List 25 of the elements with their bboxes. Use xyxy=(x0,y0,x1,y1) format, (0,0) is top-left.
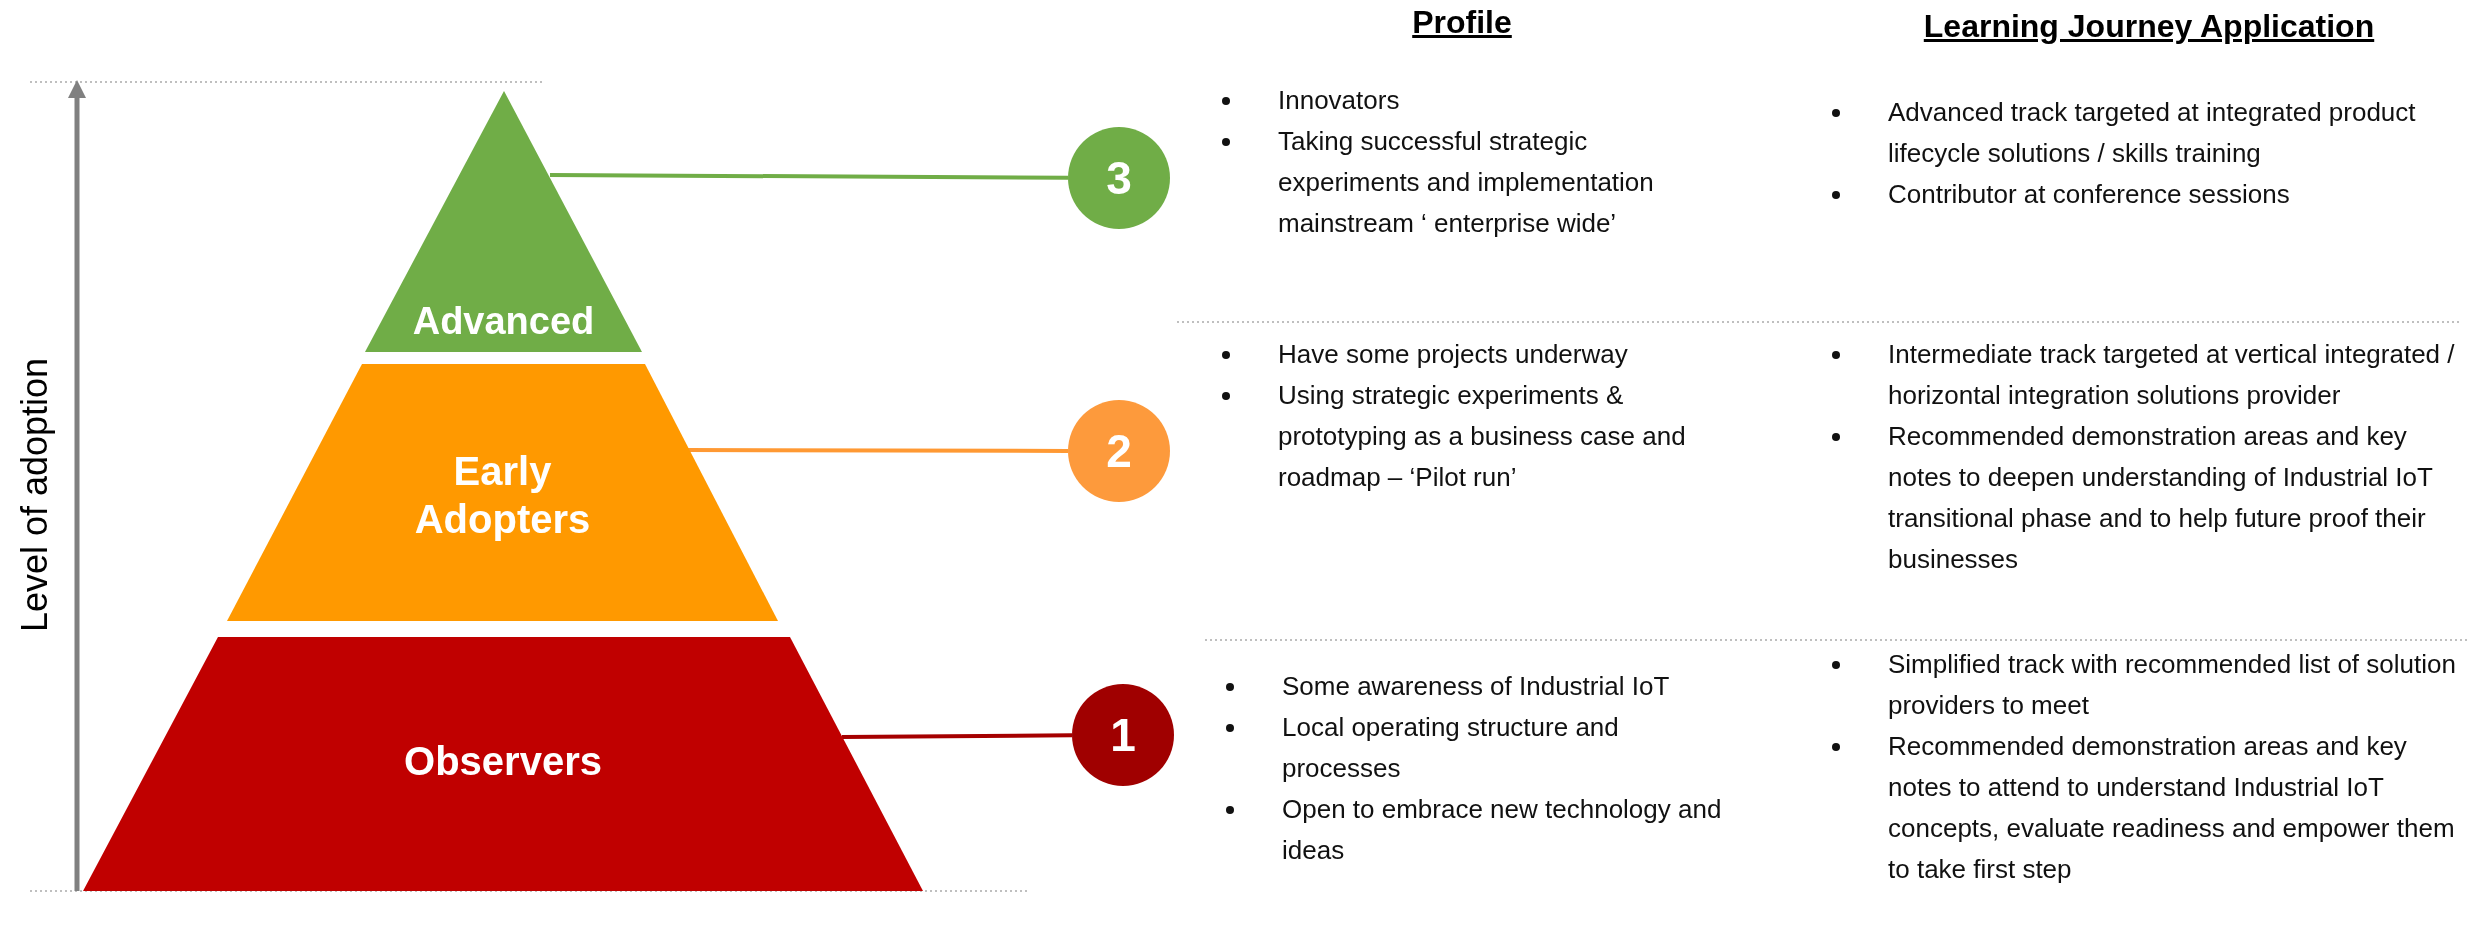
column-header: Learning Journey Application xyxy=(1923,8,2375,45)
level-name: Advanced xyxy=(411,299,596,345)
level-name: Early Adopters xyxy=(413,448,592,543)
bullet-text: Some awareness of Industrial IoT xyxy=(1282,670,1671,703)
bullet-text: Open to embrace new technology and ideas xyxy=(1282,793,1722,867)
bullet-text: Using strategic experiments & prototyping as a business case and roadmap – ‘Pilot run’ xyxy=(1278,379,1687,494)
bullet-text: Recommended demonstration areas and key notes to deepen understanding of Industrial IoT transitional phase and to help future proof their businesses xyxy=(1888,420,2434,576)
bullet-text: Innovators xyxy=(1278,84,1401,117)
bullet-text: Taking successful strategic experiments and implementation mainstream ‘ enterprise wide’ xyxy=(1278,125,1655,240)
connector-line xyxy=(842,733,1072,739)
bullet-text: Contributor at conference sessions xyxy=(1888,178,2291,211)
column-header: Profile xyxy=(1412,4,1512,41)
level-name: Observers xyxy=(403,738,603,785)
connector-line xyxy=(550,173,1068,180)
bullet-text: Recommended demonstration areas and key notes to attend to understand Industrial IoT concepts, evaluate readiness and empower them to take first step xyxy=(1888,730,2456,886)
level-circle: 1 xyxy=(1072,684,1174,786)
bullet-text: Advanced track targeted at integrated product lifecycle solutions / skills training xyxy=(1888,96,2417,170)
level-circle: 3 xyxy=(1068,127,1170,229)
bullet-text: Local operating structure and processes xyxy=(1282,711,1620,785)
connector-line xyxy=(688,448,1068,453)
bullet-text: Simplified track with recommended list of solution providers to meet xyxy=(1888,648,2457,722)
level-circle: 2 xyxy=(1068,400,1170,502)
bullet-text: Intermediate track targeted at vertical integrated / horizontal integration solutions provider xyxy=(1888,338,2456,412)
axis-title: Level of adoption xyxy=(14,357,56,633)
bullet-text: Have some projects underway xyxy=(1278,338,1629,371)
